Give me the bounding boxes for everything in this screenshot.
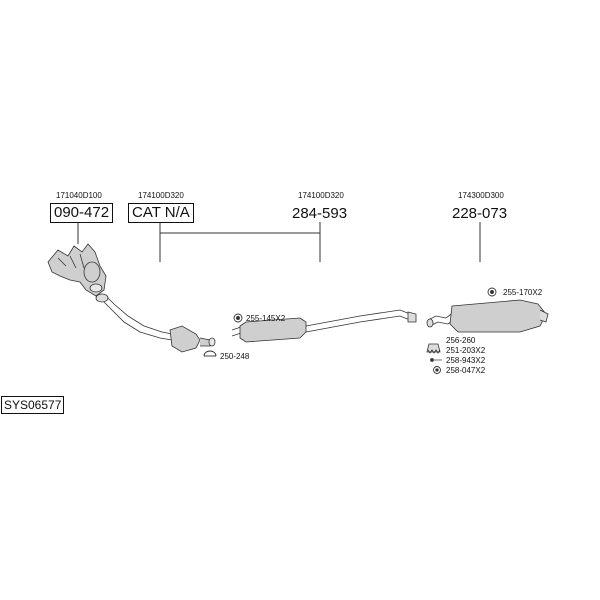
oem-number-middle: 174100D320 [298, 191, 344, 200]
rubber-mount-icon [426, 343, 441, 353]
clamp-icon [233, 313, 243, 323]
label-bracket[interactable]: 250-248 [220, 352, 250, 361]
label-rubber-mount[interactable]: 256-260 [446, 336, 476, 345]
catalytic-converter-part [169, 325, 216, 353]
spring-icon [427, 349, 441, 354]
rear-silencer-part [426, 299, 549, 333]
oem-number-rear: 174300D300 [458, 191, 504, 200]
label-clamp-rear[interactable]: 255-170X2 [503, 288, 543, 297]
part-number-manifold[interactable]: 090-472 [50, 203, 114, 223]
label-nut[interactable]: 258-047X2 [446, 366, 486, 375]
bolt-icon [430, 358, 442, 362]
part-number-cat[interactable]: CAT N/A [128, 203, 194, 223]
oem-number-cat: 174100D320 [138, 191, 184, 200]
bracket-icon [203, 350, 217, 357]
front-pipe-part [95, 293, 173, 341]
manifold-catalyst-part [47, 243, 107, 297]
rear-clamp-icon [487, 287, 497, 297]
label-spring[interactable]: 251-203X2 [446, 346, 486, 355]
nut-icon [433, 366, 441, 374]
oem-number-manifold: 171040D100 [56, 191, 102, 200]
middle-silencer-part [231, 309, 417, 343]
part-number-middle[interactable]: 284-593 [292, 205, 348, 222]
part-number-rear[interactable]: 228-073 [452, 205, 508, 222]
system-code: SYS06577 [1, 396, 65, 414]
label-clamp-front[interactable]: 255-145X2 [246, 314, 286, 323]
label-bolt[interactable]: 258-943X2 [446, 356, 486, 365]
